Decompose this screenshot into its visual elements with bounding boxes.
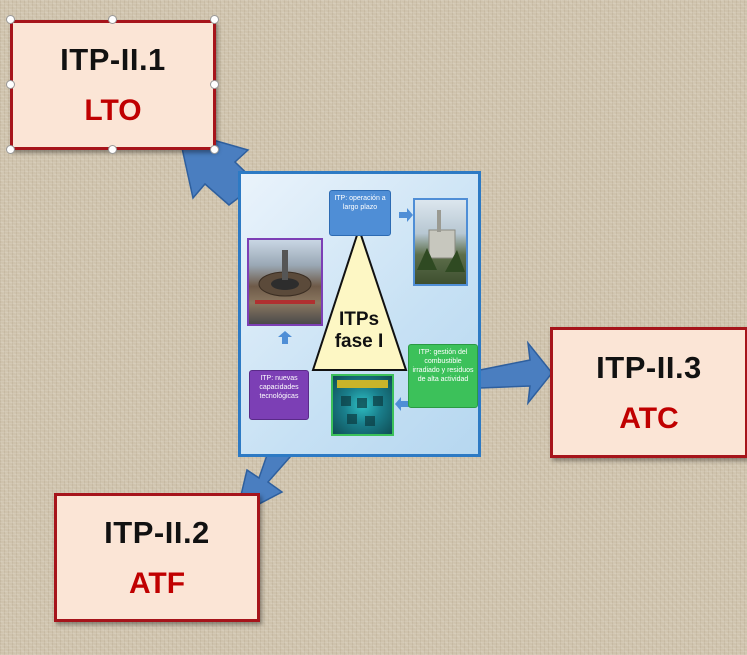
box-itp-ii-3-tag: ATC [619,401,679,435]
top-itp-box: ITP: operación a largo plazo [329,190,391,236]
selection-handle[interactable] [108,15,117,24]
selection-handle[interactable] [210,15,219,24]
center-triangle [311,225,408,371]
reactor-construction-photo [247,238,323,326]
box-itp-ii-2-tag: ATF [128,566,186,600]
box-itp-ii-2-code: ITP-II.2 [104,514,210,550]
selection-handle[interactable] [6,145,15,154]
triangle-label: ITPs fase I [314,310,404,352]
right-itp-box-text: ITP: gestión del combustible irradiado y… [412,349,474,383]
pool-graphic [337,380,388,426]
right-itp-box: ITP: gestión del combustible irradiado y… [408,344,478,408]
power-plant-graphic [417,210,465,272]
selection-handle[interactable] [6,80,15,89]
small-arrow-right-icon [399,208,413,222]
top-itp-box-text: ITP: operación a largo plazo [334,195,386,211]
panel-graphics [278,208,413,411]
left-itp-box-text: ITP: nuevas capacidades tecnológicas [259,375,299,400]
triangle-label-line2: fase I [334,331,384,352]
arrow-to-itp-ii-3 [479,340,553,406]
box-itp-ii-3-code: ITP-II.3 [596,349,702,385]
selection-handle[interactable] [210,80,219,89]
small-arrow-up-icon [278,331,292,344]
box-itp-ii-1-code: ITP-II.1 [60,42,166,77]
small-arrow-left-icon [395,397,409,411]
spent-fuel-pool-photo [331,374,394,436]
selection-handle[interactable] [6,15,15,24]
selection-handle[interactable] [210,145,219,154]
selection-handle[interactable] [108,145,117,154]
reactor-photo-graphic [255,250,315,304]
itp-phase-1-panel: ITPs fase I ITP: operación a largo plazo… [238,171,481,457]
box-itp-ii-1[interactable]: ITP-II.1 LTO [10,20,216,150]
box-itp-ii-1-tag: LTO [84,94,142,127]
triangle-label-line1: ITPs [338,309,380,330]
box-itp-ii-3[interactable]: ITP-II.3 ATC [550,327,747,458]
power-plant-photo [413,198,468,286]
box-itp-ii-2[interactable]: ITP-II.2 ATF [54,493,260,622]
left-itp-box: ITP: nuevas capacidades tecnológicas [249,370,309,420]
